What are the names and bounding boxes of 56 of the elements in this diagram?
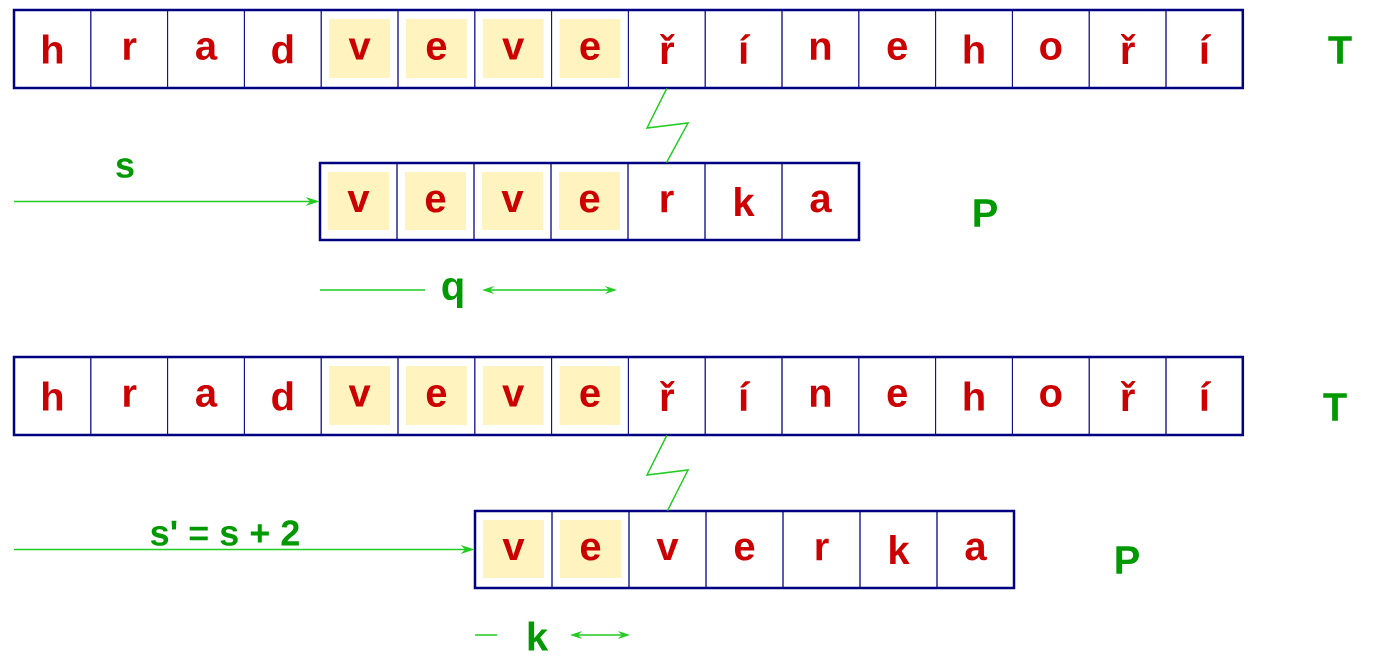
letter-cell: d	[244, 9, 322, 89]
letter-cell: í	[704, 9, 783, 89]
letter-cell: d	[244, 356, 322, 436]
letter-cell: h	[935, 9, 1013, 89]
letter-cell: e	[551, 356, 629, 436]
letter-cell: n	[781, 356, 860, 436]
letter-cell: v	[320, 356, 399, 436]
letter-cell: í	[1165, 9, 1244, 89]
letter-cell: r	[782, 510, 861, 589]
letter-cell: e	[551, 9, 629, 89]
letter-cell: v	[473, 162, 552, 241]
letter-cell: e	[858, 9, 936, 89]
letter-cell: k	[859, 510, 938, 589]
letter-cell: e	[551, 510, 630, 589]
label: T	[1323, 393, 1347, 421]
node-label: h	[42, 34, 63, 64]
letter-cell: v	[474, 356, 552, 436]
letter-cell: h	[935, 356, 1013, 436]
letter-cell: ř	[628, 356, 706, 436]
letter-cell: e	[858, 356, 936, 436]
letter-cell: e	[397, 9, 476, 89]
label: P	[1116, 546, 1139, 574]
letter-cell: v	[474, 510, 553, 589]
edge-label: s	[113, 156, 137, 180]
letter-cell: v	[628, 510, 707, 589]
edge-label: s' = s + 2	[147, 518, 303, 548]
letter-cell: o	[1012, 9, 1090, 89]
mismatch-zigzag	[645, 434, 690, 512]
letter-cell: v	[319, 162, 398, 241]
letter-cell: a	[167, 9, 245, 89]
letter-cell: r	[627, 162, 706, 241]
letter-cell: í	[1165, 356, 1244, 436]
label: T	[1328, 36, 1352, 64]
letter-cell: ř	[1088, 9, 1167, 89]
letter-cell: ř	[1088, 356, 1167, 436]
letter-cell: r	[90, 9, 168, 89]
letter-cell: e	[550, 162, 629, 241]
letter-cell: k	[704, 162, 783, 241]
letter-cell: n	[781, 9, 860, 89]
letter-cell: v	[474, 9, 552, 89]
letter-cell: e	[705, 510, 784, 589]
letter-cell: o	[1012, 356, 1090, 436]
mismatch-zigzag	[645, 87, 690, 164]
letter-cell: ř	[628, 9, 706, 89]
label: q	[442, 278, 463, 308]
letter-cell: a	[936, 510, 1015, 589]
letter-cell: a	[781, 162, 860, 241]
letter-cell: v	[320, 9, 399, 89]
letter-cell: e	[397, 356, 476, 436]
label: k	[528, 621, 549, 651]
letter-cell: r	[90, 356, 168, 436]
letter-cell: í	[704, 356, 783, 436]
letter-cell: a	[167, 356, 245, 436]
letter-cell: e	[396, 162, 475, 241]
label: P	[974, 199, 997, 227]
node-label: h	[42, 381, 63, 411]
